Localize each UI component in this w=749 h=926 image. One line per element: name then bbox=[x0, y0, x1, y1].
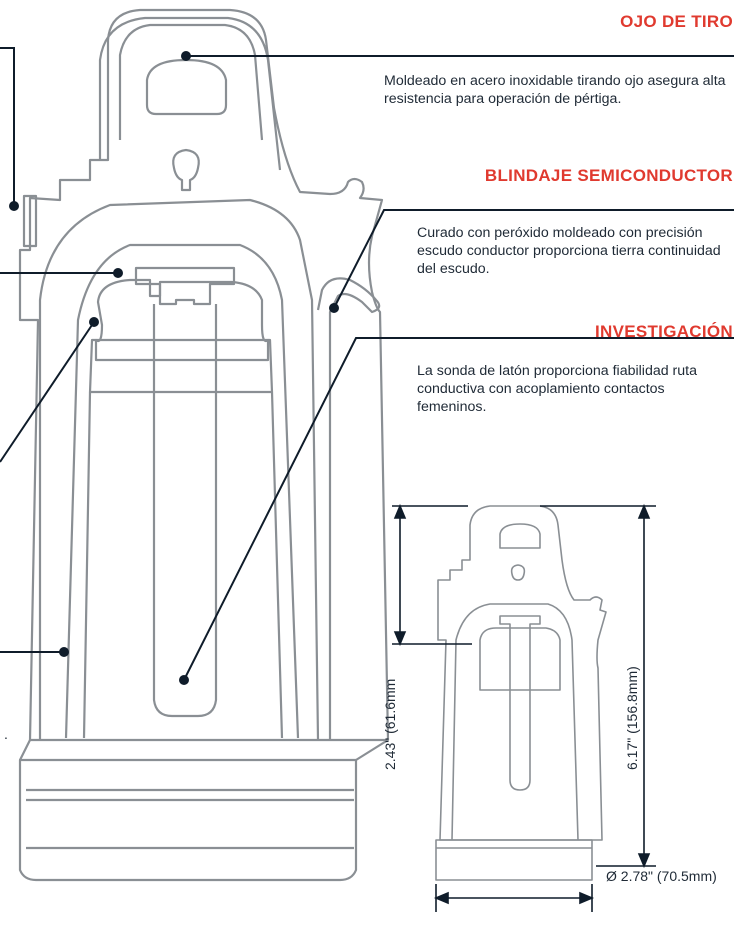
small-silhouette bbox=[437, 505, 607, 841]
pulling-eye-outer bbox=[118, 23, 264, 141]
pulling-eye-hole bbox=[145, 58, 228, 116]
small-base bbox=[435, 839, 593, 881]
dot-shield bbox=[329, 303, 339, 313]
leader-left-1 bbox=[0, 47, 15, 206]
small-keyhole bbox=[510, 564, 526, 581]
dot-left-4 bbox=[59, 647, 69, 657]
base-top bbox=[19, 739, 389, 761]
side-arm bbox=[316, 277, 381, 740]
leader-dots bbox=[9, 51, 339, 685]
arrow-diameter-right bbox=[579, 891, 595, 905]
dot-left-1 bbox=[9, 201, 19, 211]
base bbox=[18, 758, 358, 882]
arrow-diameter-left bbox=[433, 891, 449, 905]
arrow-total-top bbox=[637, 503, 651, 519]
pulling-eye-loop bbox=[98, 16, 282, 171]
heading-probe: INVESTIGACIÓN bbox=[594, 322, 733, 341]
heading-semiconductor-shield: BLINDAJE SEMICONDUCTOR bbox=[484, 166, 733, 185]
dot-probe bbox=[179, 675, 189, 685]
shield-band bbox=[88, 338, 274, 394]
small-body bbox=[451, 603, 579, 841]
heading-pulling-eye: OJO DE TIRO bbox=[620, 12, 733, 31]
arrow-total-bottom bbox=[637, 853, 651, 869]
body-inner bbox=[64, 243, 300, 739]
dimension-lines bbox=[392, 503, 656, 912]
arrow-partial-top bbox=[393, 503, 407, 519]
leader-shield bbox=[333, 209, 734, 309]
dot-left-2 bbox=[113, 268, 123, 278]
leader-lines bbox=[0, 47, 734, 681]
small-shield bbox=[479, 627, 561, 691]
body-outer bbox=[38, 198, 320, 741]
dot-left-3 bbox=[89, 317, 99, 327]
connector-outline bbox=[18, 8, 390, 882]
desc-pulling-eye: Moldeado en acero inoxidable tirando ojo… bbox=[384, 73, 726, 107]
dot-pulling-eye bbox=[181, 51, 191, 61]
left-rib bbox=[22, 194, 38, 248]
probe-head bbox=[134, 266, 236, 306]
small-probe bbox=[499, 615, 541, 791]
arrow-partial-bottom bbox=[393, 631, 407, 647]
dim-label-total-height: 6.17" (156.8mm) bbox=[624, 666, 640, 770]
eye-keyhole bbox=[172, 148, 200, 192]
desc-semiconductor-shield: Curado con peróxido moldeado con precisi… bbox=[417, 225, 721, 277]
probe-shaft bbox=[152, 304, 218, 718]
connector-silhouette bbox=[18, 8, 390, 742]
small-eye-hole bbox=[499, 523, 541, 549]
dim-label-diameter: Ø 2.78" (70.5mm) bbox=[606, 868, 717, 884]
body-taper bbox=[82, 391, 284, 739]
small-connector-outline bbox=[435, 505, 607, 881]
dim-label-partial-height: 2.43" (61.6mm bbox=[382, 678, 398, 770]
semiconductor-shield bbox=[94, 278, 270, 362]
leader-probe bbox=[183, 337, 734, 681]
leader-left-3 bbox=[0, 321, 95, 463]
stray-mark: . bbox=[4, 726, 8, 742]
desc-probe: La sonda de latón proporciona fiabilidad… bbox=[417, 363, 698, 415]
